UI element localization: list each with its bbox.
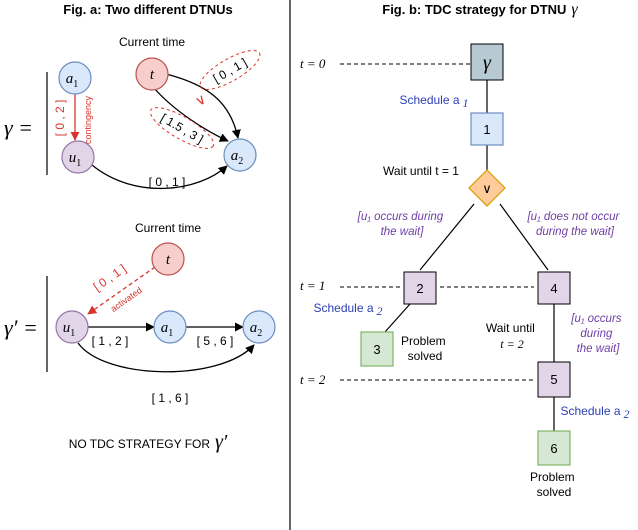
wait-until-1-label: Wait until t = 1 xyxy=(383,164,459,178)
svg-text:a2: a2 xyxy=(231,148,244,167)
svg-text:6: 6 xyxy=(550,441,557,456)
tree-node-4: 4 xyxy=(537,271,571,305)
edge-t-a2-lower-highlight xyxy=(149,107,215,149)
current-time-bottom: Current time xyxy=(135,221,201,235)
node-a2-top: a2 xyxy=(223,138,257,172)
tree-root-gamma: γ xyxy=(470,43,504,81)
branch-right-2-label: [u₁ occurs during the wait] xyxy=(570,313,625,355)
edge-u1-a2-top xyxy=(91,164,228,190)
tree-node-5: 5 xyxy=(537,361,571,398)
tree-node-1: 1 xyxy=(470,112,504,146)
node-a2-bottom: a2 xyxy=(242,310,276,344)
node-u1-top: u1 xyxy=(61,140,95,174)
edge-a1-a2-bottom-label: [ 5 , 6 ] xyxy=(197,334,234,348)
contingency-label: contingency xyxy=(83,95,93,144)
node-u1-bottom: u1 xyxy=(55,310,89,344)
svg-text:t: t xyxy=(150,67,155,83)
gamma-prime-label: γ′ = xyxy=(4,315,38,340)
edge-t-a2-upper xyxy=(165,73,241,139)
activated-label: activated xyxy=(109,285,144,314)
panel-a-title: Fig. a: Two different DTNUs xyxy=(63,2,232,17)
edge-2-3 xyxy=(384,303,411,333)
edge-or-2 xyxy=(419,203,475,271)
svg-text:3: 3 xyxy=(373,342,380,357)
svg-text:1: 1 xyxy=(483,122,490,137)
svg-text:a1: a1 xyxy=(161,320,174,339)
svg-text:4: 4 xyxy=(550,281,557,296)
edge-u1-a2-bottom-label: [ 1 , 6 ] xyxy=(152,391,189,405)
node-t-bottom: t xyxy=(151,242,185,276)
svg-text:t: t xyxy=(166,252,171,268)
branch-left-label: [u₁ occurs during the wait] xyxy=(357,211,447,238)
wait-until-2-label: Wait until t = 2 xyxy=(486,321,538,351)
svg-text:u1: u1 xyxy=(69,150,82,169)
edge-u1-a1-bottom-label: [ 1 , 2 ] xyxy=(92,334,129,348)
panel-a: Fig. a: Two different DTNUs γ = Current … xyxy=(4,0,291,530)
time-label-t0: t = 0 xyxy=(300,56,326,71)
svg-text:a1: a1 xyxy=(66,71,79,90)
edge-u1-a2-bottom xyxy=(77,342,255,373)
edge-or-4 xyxy=(499,203,549,271)
tree-node-2: 2 xyxy=(403,271,437,305)
edge-t-a2-upper-label: [ 0 , 1 ] xyxy=(211,55,250,85)
tree-node-3: 3 xyxy=(360,331,394,367)
edge-t-a2-upper-highlight xyxy=(199,50,261,90)
gamma-label: γ = xyxy=(4,115,33,140)
time-label-t2: t = 2 xyxy=(300,372,326,387)
problem-solved-1-label: Problem solved xyxy=(401,334,449,363)
svg-text:a2: a2 xyxy=(250,320,263,339)
or-symbol-top: ∨ xyxy=(192,90,209,109)
svg-text:γ: γ xyxy=(483,52,492,74)
edge-t-a2-lower xyxy=(153,87,229,142)
tree-node-6: 6 xyxy=(537,430,571,466)
edge-a1-u1-label: [ 0 , 2 ] xyxy=(53,100,67,137)
svg-text:5: 5 xyxy=(550,372,557,387)
node-a1-top: a1 xyxy=(58,61,92,95)
svg-text:u1: u1 xyxy=(63,320,76,339)
node-a1-bottom: a1 xyxy=(153,310,187,344)
tree-or-node: ∨ xyxy=(468,169,506,207)
svg-text:2: 2 xyxy=(416,281,423,296)
time-label-t1: t = 1 xyxy=(300,278,325,293)
node-t-top: t xyxy=(135,57,169,91)
problem-solved-2-label: Problem solved xyxy=(530,470,578,499)
edge-u1-a2-top-label: [ 0 , 1 ] xyxy=(149,175,186,189)
branch-right-label: [u₁ does not occur during the wait] xyxy=(526,211,622,238)
svg-text:∨: ∨ xyxy=(482,181,492,196)
current-time-top: Current time xyxy=(119,35,185,49)
